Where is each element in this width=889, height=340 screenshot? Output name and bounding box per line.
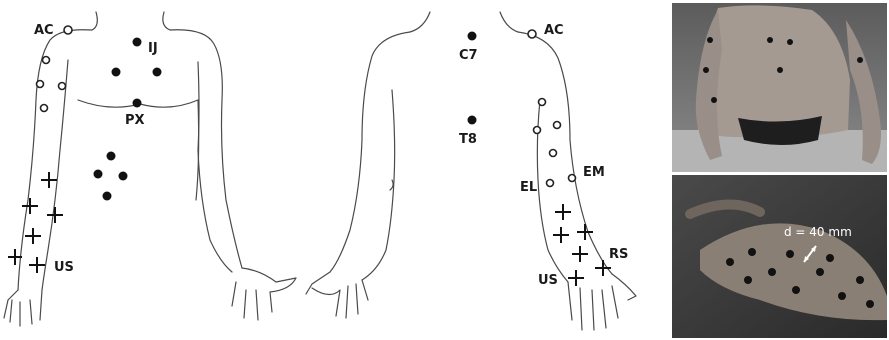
- photo-marker: [726, 258, 734, 266]
- marker-dot-px: [133, 99, 142, 108]
- label-el: EL: [520, 180, 537, 195]
- photo-marker: [707, 37, 713, 43]
- photo-marker: [768, 268, 776, 276]
- marker-dot-t8: [468, 116, 477, 125]
- photo-marker: [856, 276, 864, 284]
- marker-ring: [539, 99, 546, 106]
- label-us-front: US: [54, 260, 74, 275]
- marker-cross: [23, 199, 37, 213]
- label-ac-front: AC: [34, 23, 54, 38]
- marker-ring: [59, 83, 66, 90]
- photo-marker: [787, 39, 793, 45]
- label-c7: C7: [459, 48, 478, 63]
- marker-dot: [112, 68, 121, 77]
- photo-marker: [857, 57, 863, 63]
- marker-ring-el: [547, 180, 554, 187]
- marker-cross: [26, 229, 40, 243]
- marker-ring: [534, 127, 541, 134]
- marker-dot: [94, 170, 103, 179]
- back-markers: [468, 30, 611, 285]
- marker-cross: [596, 261, 610, 275]
- photo-marker: [866, 300, 874, 308]
- photo-marker: [826, 254, 834, 262]
- label-px: PX: [125, 113, 145, 128]
- label-us-back: US: [538, 273, 558, 288]
- marker-dot: [107, 152, 116, 161]
- photo-marker: [711, 97, 717, 103]
- label-rs: RS: [609, 247, 628, 262]
- photo-marker: [744, 276, 752, 284]
- marker-ring: [41, 105, 48, 112]
- photo-marker: [777, 67, 783, 73]
- photo-marker: [748, 248, 756, 256]
- marker-cross: [9, 250, 21, 264]
- marker-dot-c7: [468, 32, 477, 41]
- marker-cross: [48, 208, 62, 222]
- front-markers: [9, 26, 162, 272]
- label-em: EM: [583, 165, 605, 180]
- marker-dot-ij: [133, 38, 142, 47]
- marker-cross: [556, 205, 570, 219]
- photo-marker: [792, 286, 800, 294]
- photo-marker: [703, 67, 709, 73]
- label-ij: IJ: [148, 41, 158, 56]
- label-t8: T8: [459, 132, 477, 147]
- marker-cross: [30, 258, 44, 272]
- marker-cross: [569, 271, 583, 285]
- distance-label: d = 40 mm: [784, 225, 852, 239]
- photo-marker: [786, 250, 794, 258]
- marker-dot: [153, 68, 162, 77]
- marker-ring: [550, 150, 557, 157]
- marker-ring-ac-back: [528, 30, 536, 38]
- photo-marker: [816, 268, 824, 276]
- marker-cross: [554, 228, 568, 242]
- photo-marker: [767, 37, 773, 43]
- marker-ring-ac-front: [64, 26, 72, 34]
- marker-dot: [119, 172, 128, 181]
- photo-torso: [672, 3, 887, 172]
- marker-ring: [37, 81, 44, 88]
- marker-cross: [573, 247, 587, 261]
- label-ac-back: AC: [544, 23, 564, 38]
- marker-cross: [42, 173, 56, 187]
- marker-ring: [554, 122, 561, 129]
- marker-dot: [103, 192, 112, 201]
- photo-marker: [838, 292, 846, 300]
- marker-ring: [43, 57, 50, 64]
- photo-forearm: d = 40 mm: [672, 175, 887, 338]
- marker-ring-em: [569, 175, 576, 182]
